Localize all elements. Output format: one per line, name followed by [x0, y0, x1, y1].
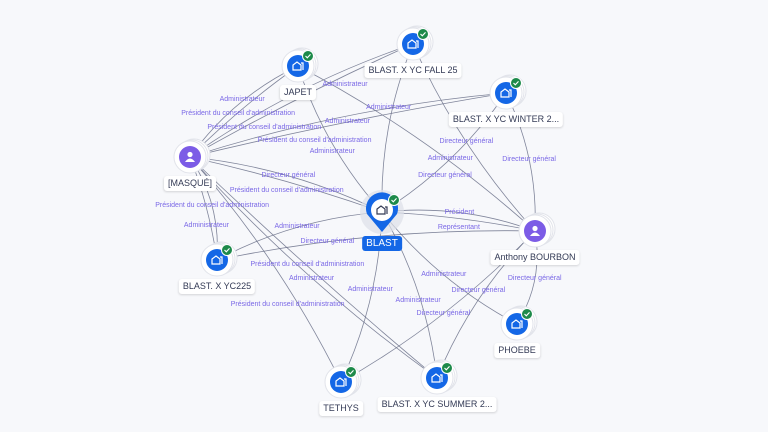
edge-label: Directeur général [418, 171, 472, 179]
edge-line [189, 156, 438, 379]
edge-label: Directeur général [261, 171, 316, 179]
edge-label: Directeur général [439, 138, 494, 146]
node-anthony[interactable] [518, 212, 556, 248]
node-blast[interactable] [360, 190, 404, 234]
node-masque[interactable] [173, 138, 211, 174]
edge-label: Administrateur [274, 223, 320, 231]
edge-label: Président du conseil d'administration [155, 202, 269, 210]
node-label[interactable]: BLAST [362, 236, 402, 251]
edge-label: Administrateur [288, 274, 335, 282]
edge-label: Administrateur [421, 270, 467, 278]
edge-line [189, 92, 507, 158]
node-label[interactable]: BLAST. X YC225 [178, 279, 256, 294]
person-icon [185, 151, 195, 162]
verified-badge-icon [441, 362, 453, 374]
building-icon [407, 39, 419, 49]
edge-label: Président du conseil d'administration [229, 186, 344, 194]
building-icon [500, 88, 512, 98]
node-label[interactable]: [MASQUÉ] [163, 176, 217, 191]
edge-line [189, 156, 438, 379]
verified-badge-icon [221, 244, 233, 256]
verified-badge-icon [345, 366, 357, 378]
edge-label: Directeur général [416, 309, 471, 317]
building-icon [511, 319, 523, 329]
edge-label: Administrateur [183, 221, 230, 229]
edge-label: Président du conseil d'administration [230, 301, 345, 309]
edge-label: Président du conseil d'administration [250, 261, 365, 269]
edge-label: Représentant [437, 223, 480, 231]
verified-badge-icon [521, 308, 533, 320]
edge-line [189, 156, 383, 213]
edge-label: Administrateur [322, 80, 368, 88]
node-japet[interactable] [281, 47, 319, 83]
verified-badge-icon [417, 28, 429, 40]
building-icon [292, 61, 304, 71]
edge-line [189, 156, 383, 213]
node-yc225[interactable] [200, 241, 238, 277]
node-fall[interactable] [396, 25, 434, 61]
node-label[interactable]: BLAST. X YC SUMMER 2... [377, 397, 497, 412]
edge-label: Administrateur [347, 286, 393, 294]
edge-line [189, 92, 507, 158]
node-label[interactable]: BLAST. X YC FALL 25 [364, 63, 462, 78]
building-icon [335, 377, 347, 387]
node-label[interactable]: BLAST. X YC WINTER 2... [448, 112, 564, 127]
edge-label: Administrateur [219, 96, 265, 104]
edge-label: Administrateur [309, 148, 355, 156]
node-tethys[interactable] [324, 363, 362, 399]
verified-badge-icon [510, 77, 522, 89]
node-winter[interactable] [489, 74, 527, 110]
edge-label: Administrateur [324, 118, 371, 126]
verified-badge-icon [388, 194, 400, 206]
node-label[interactable]: JAPET [279, 85, 317, 100]
node-summer[interactable] [420, 359, 458, 395]
building-icon [211, 255, 223, 265]
edge-label: Directeur général [451, 286, 506, 294]
edge-label: Président du conseil d'administration [207, 124, 322, 132]
edge-label: Directeur général [300, 237, 355, 245]
edge-label: Président du conseil d'administration [257, 136, 372, 144]
edge-label: Directeur général [507, 275, 562, 283]
node-label[interactable]: Anthony BOURBON [490, 250, 580, 265]
node-label[interactable]: PHOEBE [494, 343, 540, 358]
verified-badge-icon [302, 50, 314, 62]
node-phoebe[interactable] [500, 305, 538, 341]
nodes [173, 25, 556, 399]
edge-label: Administrateur [427, 154, 473, 162]
edge-label: Président du conseil d'administration [181, 109, 295, 117]
edge-label: Administrateur [395, 297, 441, 305]
edge-label: Administrateur [366, 104, 412, 112]
node-label[interactable]: TETHYS [319, 401, 363, 416]
edge-line [297, 65, 536, 232]
building-icon [376, 205, 388, 215]
edge-label: Directeur général [502, 156, 556, 164]
building-icon [431, 373, 443, 383]
person-icon [530, 225, 540, 236]
edge-label: Président [444, 208, 475, 216]
